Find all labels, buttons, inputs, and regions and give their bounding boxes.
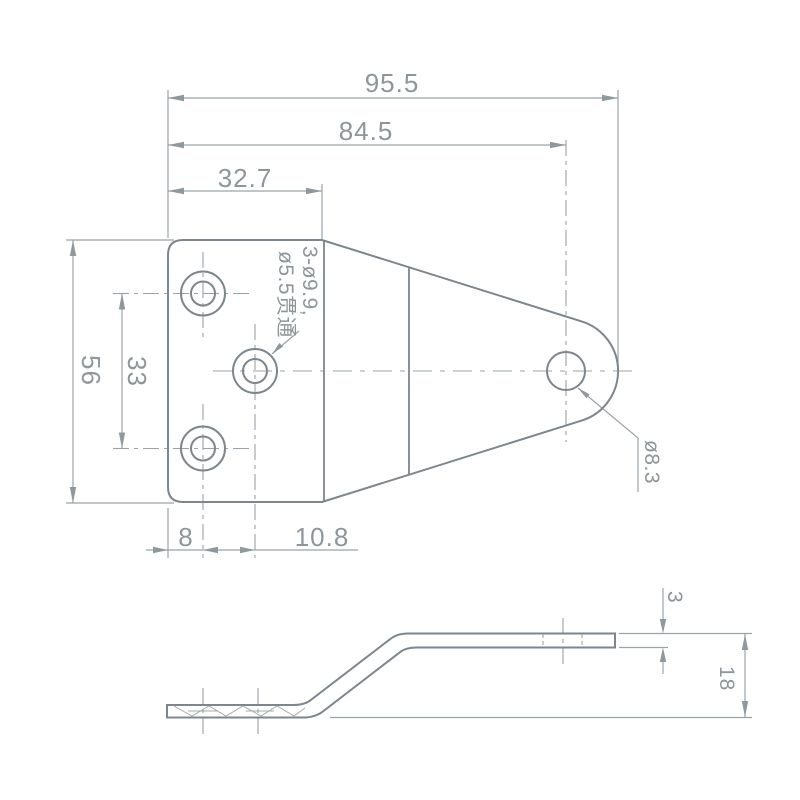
- hole-note-line2: ø5.5贯通: [274, 251, 297, 338]
- top-view-dimension-lines: [66, 90, 639, 558]
- arrow: [168, 141, 184, 149]
- top-view: 95.5 84.5 32.7 56 33 8 10.8 3-ø9.9, ø5.5…: [66, 68, 663, 558]
- dim-label-edge-offset: 8: [178, 522, 193, 552]
- arrow: [168, 94, 184, 102]
- arrow-leader-8-3: [578, 388, 590, 399]
- arrow: [118, 293, 126, 310]
- side-view-arrowheads: [659, 619, 749, 717]
- arrow: [168, 187, 184, 195]
- dim-label-right-hole-dia: ø8.3: [640, 440, 663, 484]
- top-view-arrowheads: [69, 94, 618, 554]
- dim-label-hole-spacing: 33: [122, 356, 152, 387]
- arrow: [550, 141, 566, 149]
- arrow: [659, 619, 667, 634]
- leader-dia-8-3: [577, 387, 639, 492]
- arrow: [306, 187, 322, 195]
- top-hole-counterbore: [180, 270, 226, 317]
- hole-note-line1: 3-ø9.9,: [298, 246, 321, 316]
- dim-label-offset-height: 18: [715, 666, 738, 691]
- bottom-hole-counterbore: [180, 425, 226, 472]
- arrow: [741, 634, 749, 650]
- top-view-part: [167, 239, 620, 503]
- middle-hole-counterbore: [232, 348, 278, 394]
- dim-label-center-offset: 10.8: [295, 522, 350, 552]
- arrow: [240, 546, 255, 554]
- side-view-hole-marks: [173, 634, 583, 717]
- dim-label-plate-height: 56: [76, 355, 106, 386]
- arrow: [602, 94, 618, 102]
- arrow: [69, 240, 77, 256]
- bottom-hole-through: [190, 435, 216, 462]
- right-hole: [546, 351, 586, 391]
- dim-label-thickness: 3: [663, 591, 686, 604]
- arrow: [69, 487, 77, 503]
- dim-label-flat-width: 32.7: [218, 163, 273, 193]
- arrow: [741, 701, 749, 717]
- arrow: [153, 546, 168, 554]
- top-view-centerlines: [113, 140, 634, 558]
- dim-label-hole-center-width: 84.5: [339, 116, 394, 146]
- arrow: [659, 647, 667, 662]
- arrow: [118, 432, 126, 449]
- part-outline-side-view: [166, 632, 616, 719]
- arrow-leader-note: [272, 343, 283, 354]
- side-view: 3 18: [166, 588, 752, 735]
- side-view-dimension-lines: [330, 588, 752, 719]
- middle-hole-through: [242, 358, 268, 384]
- arrow: [203, 546, 218, 554]
- countersink-section-marks: [173, 705, 306, 717]
- part-outline-top-view: [167, 239, 620, 503]
- top-hole-through: [190, 280, 216, 307]
- dim-label-total-width: 95.5: [365, 68, 420, 98]
